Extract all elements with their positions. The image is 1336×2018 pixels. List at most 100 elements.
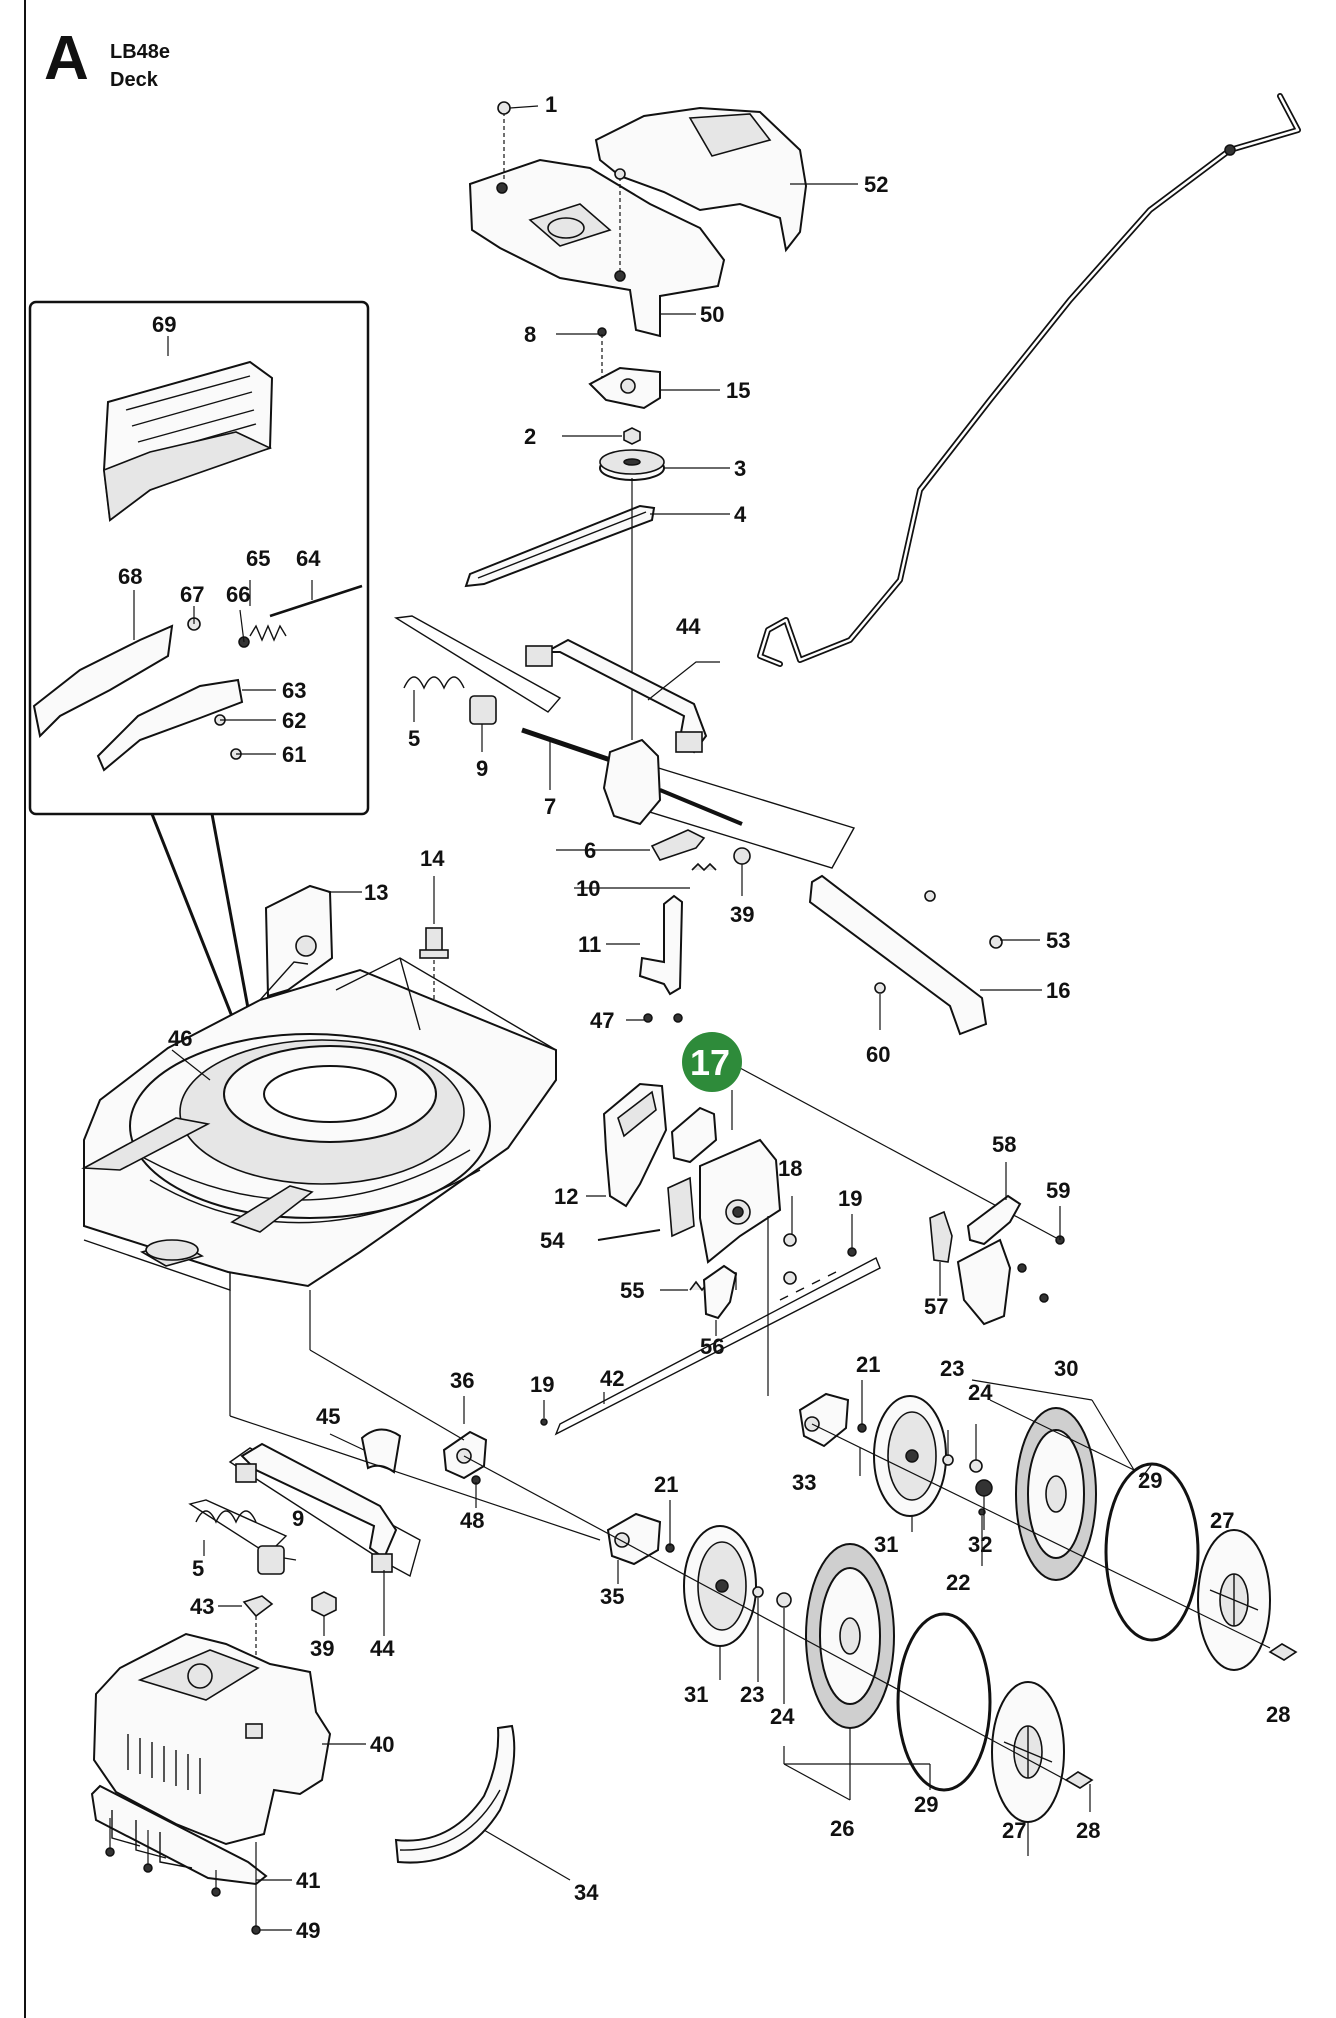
part-18-screw <box>783 1233 797 1247</box>
callout-59: 59 <box>1046 1178 1070 1203</box>
part-57-knob <box>929 1210 953 1263</box>
page-margin-rule <box>24 0 26 2018</box>
part-50-center-cover <box>468 158 726 338</box>
callout-61: 61 <box>282 742 306 767</box>
part-68-flap <box>32 624 174 739</box>
part-49-screw <box>251 1925 261 1935</box>
callout-65: 65 <box>246 546 270 571</box>
drive-shaft-group <box>393 615 856 896</box>
callout-8: 8 <box>524 322 536 347</box>
part-28-bolt <box>1268 1643 1298 1661</box>
part-16-rear-flap-bar <box>808 874 988 1036</box>
callout-7: 7 <box>544 794 556 819</box>
part-46-deck <box>81 957 557 1291</box>
callout-49: 49 <box>296 1918 320 1943</box>
callout-31: 31 <box>874 1532 898 1557</box>
section-letter: A <box>44 24 89 93</box>
part-33-bracket <box>798 1392 850 1448</box>
callout-54: 54 <box>540 1228 565 1253</box>
callout-2: 2 <box>524 424 536 449</box>
part-9b-bushing <box>257 1545 285 1575</box>
part-11-bracket <box>638 894 684 996</box>
callout-39: 39 <box>730 902 754 927</box>
callout-45: 45 <box>316 1404 340 1429</box>
drive-cable <box>757 93 1301 667</box>
callout-5: 5 <box>408 726 420 751</box>
callout-43: 43 <box>190 1594 214 1619</box>
part-35-bracket <box>606 1512 662 1566</box>
callout-11: 11 <box>578 932 601 957</box>
part-65-spring <box>249 624 287 642</box>
callout-4: 4 <box>734 502 747 527</box>
front-cover-group <box>90 1632 571 1935</box>
callout-12: 12 <box>554 1184 578 1209</box>
callout-6: 6 <box>584 838 596 863</box>
part-5b-spring <box>195 1510 257 1524</box>
height-adjust-group <box>586 1067 1061 1336</box>
part-24b-washer <box>776 1592 792 1608</box>
callout-21: 21 <box>856 1352 880 1377</box>
part-42-axle-rod <box>554 1257 881 1436</box>
callout-53: 53 <box>1046 928 1070 953</box>
callout-63: 63 <box>282 678 306 703</box>
callout-24b: 24 <box>770 1704 795 1729</box>
model-name: LB48e <box>110 41 171 63</box>
callout-29b: 29 <box>914 1792 938 1817</box>
callout-27b: 27 <box>1002 1818 1026 1843</box>
callout-16: 16 <box>1046 978 1070 1003</box>
part-5-spring <box>403 676 465 690</box>
part-32-gear <box>975 1479 993 1497</box>
part-19-clip <box>847 1247 857 1257</box>
top-covers <box>468 101 858 338</box>
part-1-screw <box>497 101 511 115</box>
callout-64: 64 <box>296 546 321 571</box>
part-60-screw <box>874 982 886 994</box>
callout-5b: 5 <box>192 1556 204 1581</box>
drive-pulley-group <box>464 327 730 740</box>
part-12-lever-bracket <box>602 1082 668 1208</box>
part-17-bracket <box>670 1106 718 1164</box>
part-58-lever <box>966 1194 1022 1246</box>
callout-36: 36 <box>450 1368 474 1393</box>
part-40-front-cover <box>92 1632 332 1846</box>
part-23-washer <box>942 1454 954 1466</box>
callout-68: 68 <box>118 564 142 589</box>
callout-69: 69 <box>152 312 176 337</box>
callout-47: 47 <box>590 1008 614 1033</box>
callout-48: 48 <box>460 1508 484 1533</box>
callout-28: 28 <box>1266 1702 1290 1727</box>
front-axle-group <box>540 1216 881 1436</box>
part-2-nut <box>623 427 641 445</box>
callout-66: 66 <box>226 582 250 607</box>
part-29b-ring <box>896 1612 992 1792</box>
lower-left-lever-group <box>188 1290 601 1720</box>
callout-17: 17 <box>690 1042 730 1083</box>
callout-15: 15 <box>726 378 750 403</box>
callout-21b: 21 <box>654 1472 678 1497</box>
callout-10: 10 <box>576 876 600 901</box>
small-parts-middle <box>264 874 1042 1110</box>
callout-24: 24 <box>968 1380 993 1405</box>
part-10-spring <box>691 862 717 872</box>
part-56-knob <box>702 1264 738 1320</box>
highlighted-part-17[interactable] <box>682 1032 742 1092</box>
callout-57: 57 <box>924 1294 948 1319</box>
callout-23b: 23 <box>740 1682 764 1707</box>
callout-23: 23 <box>940 1356 964 1381</box>
callout-18: 18 <box>778 1156 802 1181</box>
callout-55: 55 <box>620 1278 644 1303</box>
part-23b-washer <box>752 1586 764 1598</box>
callout-3: 3 <box>734 456 746 481</box>
callout-33: 33 <box>792 1470 816 1495</box>
callout-27: 27 <box>1210 1508 1234 1533</box>
callout-42: 42 <box>600 1366 624 1391</box>
part-6-pawl <box>650 829 706 861</box>
callout-19: 19 <box>838 1186 862 1211</box>
rear-wheel-assembly <box>798 1379 1298 1671</box>
callout-46: 46 <box>168 1026 192 1051</box>
part-54-pin <box>597 1229 661 1241</box>
callout-31b: 31 <box>684 1682 708 1707</box>
callout-13: 13 <box>364 880 388 905</box>
part-43-clip <box>242 1595 274 1618</box>
model-title-block: LB48e Deck <box>110 38 170 94</box>
